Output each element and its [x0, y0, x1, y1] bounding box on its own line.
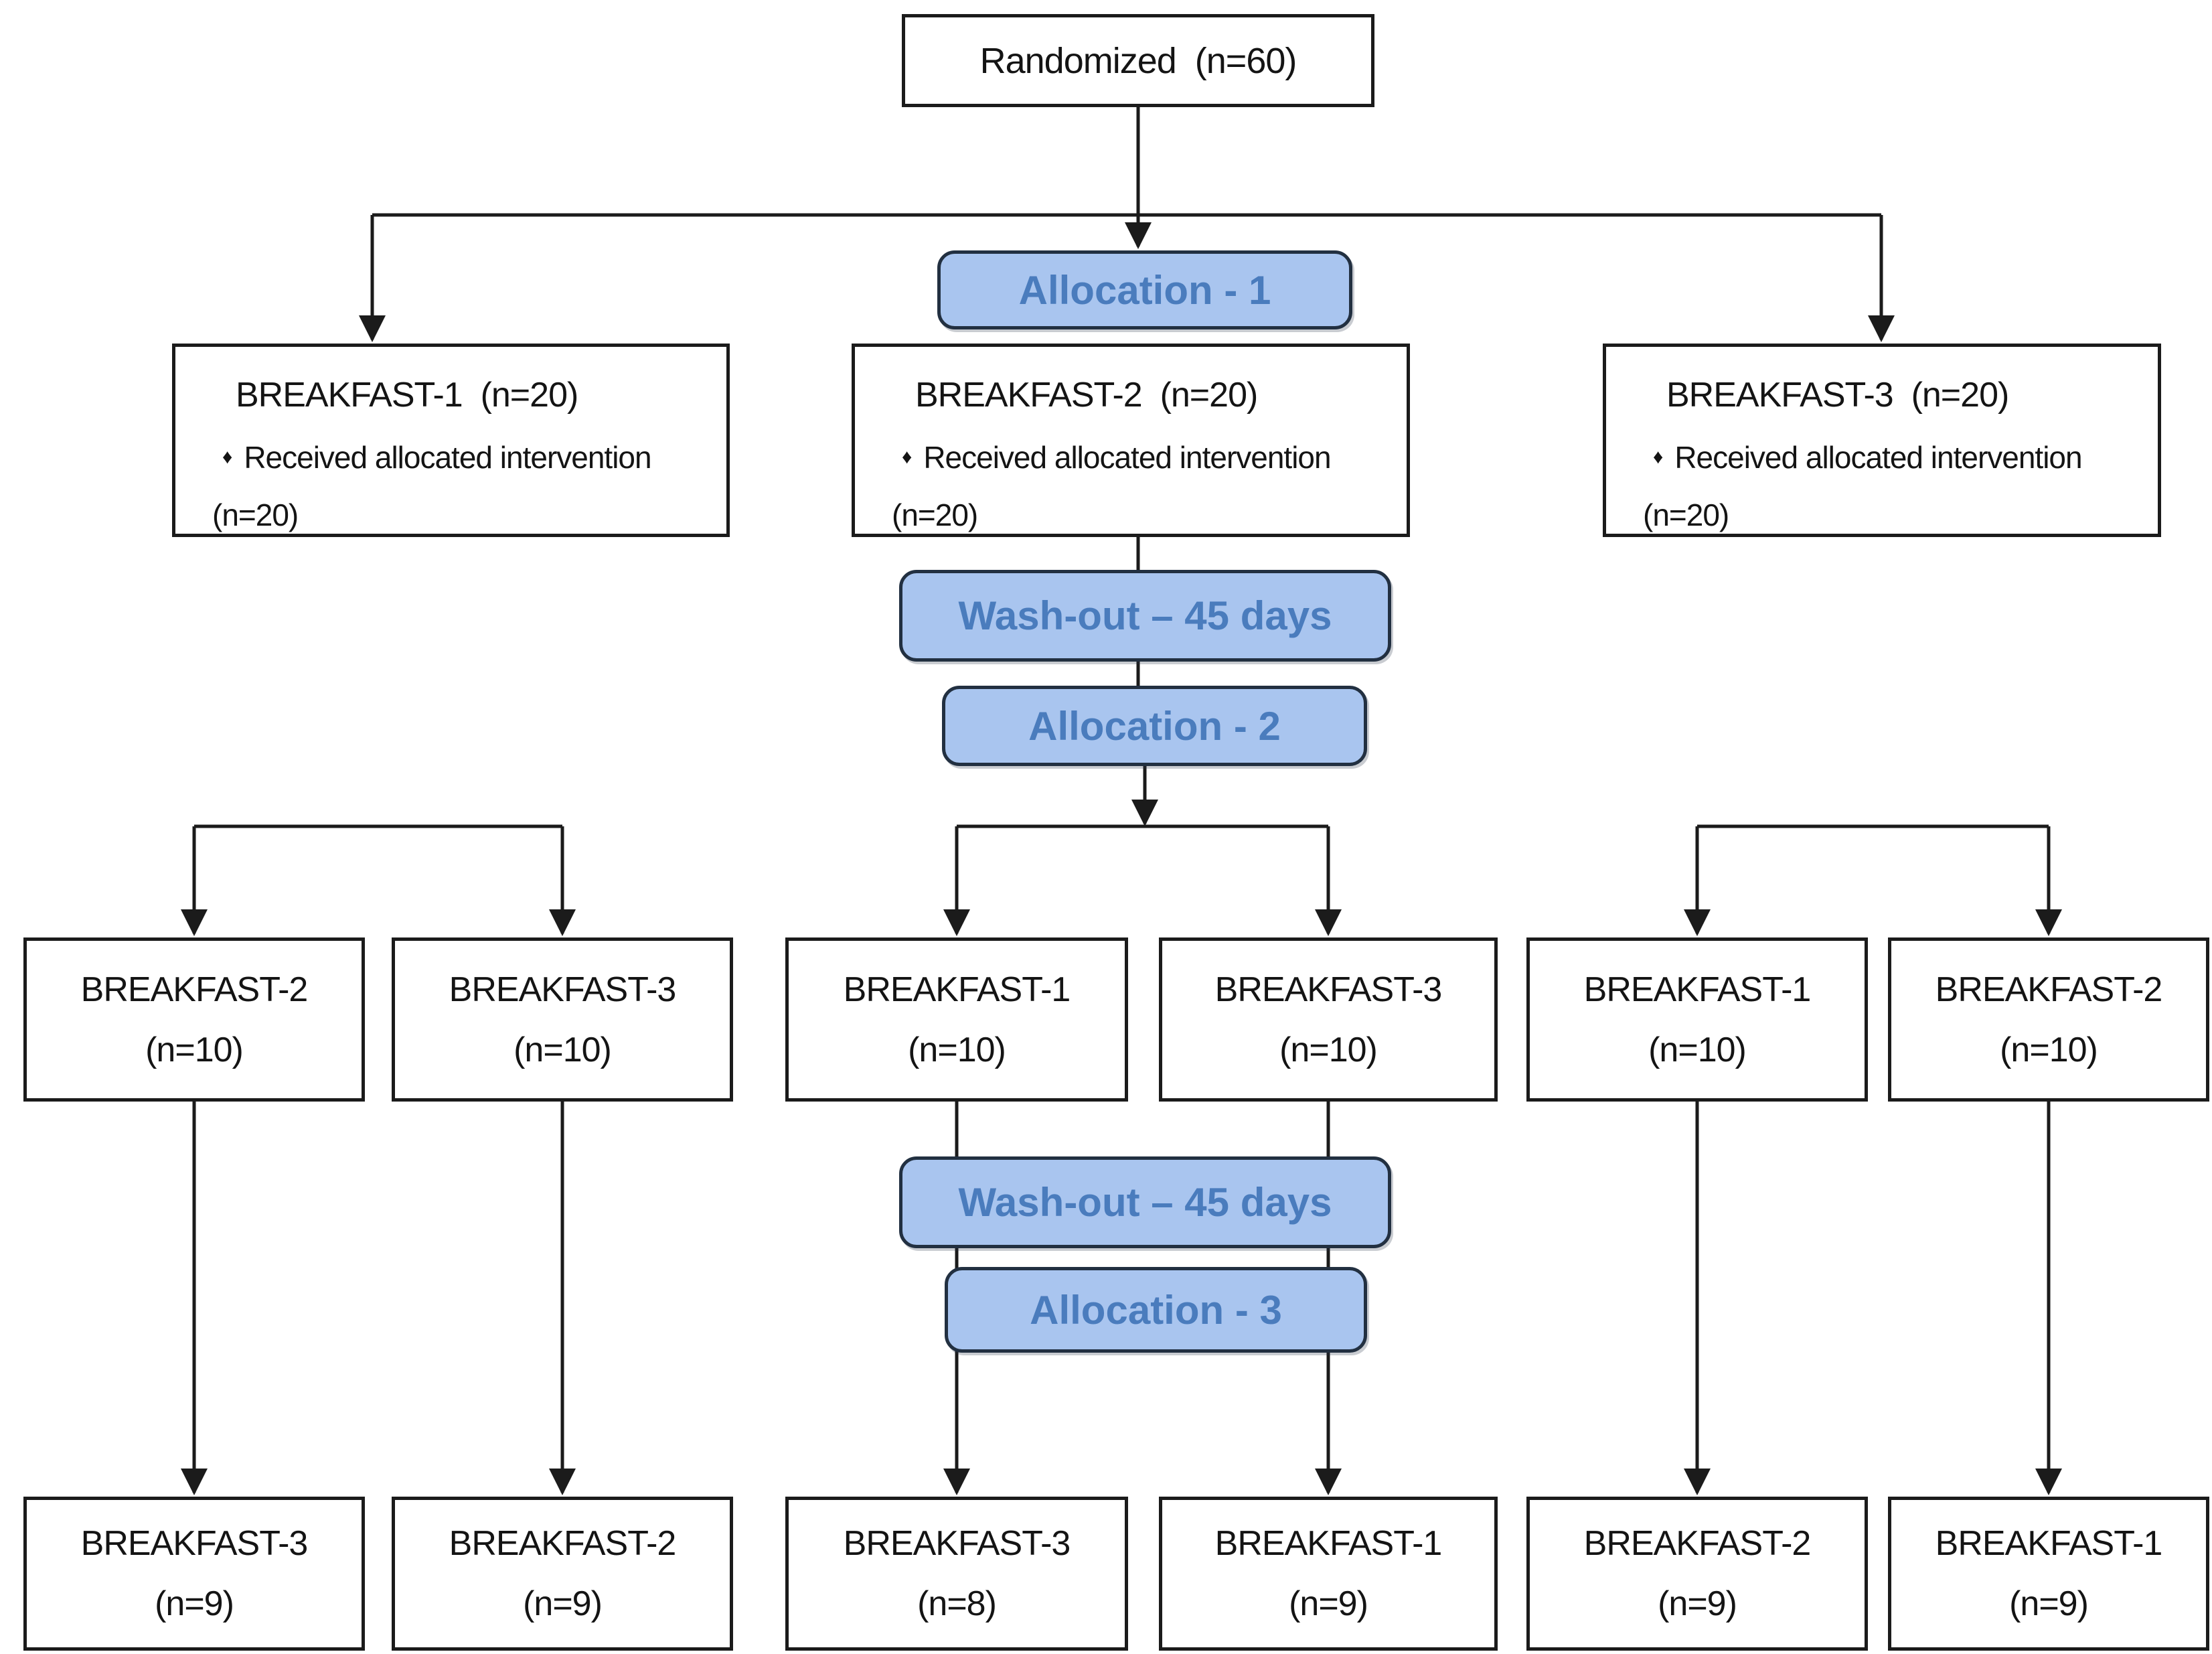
diamond-bullet-icon: ♦ — [222, 446, 232, 468]
box-n: (n=9) — [523, 1584, 603, 1623]
arm-n: (n=20) — [1643, 498, 1729, 532]
randomized-label: Randomized (n=60) — [979, 40, 1297, 81]
box-n: (n=10) — [2000, 1030, 2098, 1069]
box-name: BREAKFAST-2 — [1583, 1524, 1812, 1563]
arm-n: (n=20) — [892, 498, 978, 532]
box-n: (n=9) — [2009, 1584, 2089, 1623]
arm-title: BREAKFAST-2 (n=20) — [915, 376, 1258, 415]
diamond-bullet-icon: ♦ — [1653, 446, 1663, 468]
box-name: BREAKFAST-2 — [449, 1524, 677, 1563]
box-name: BREAKFAST-3 — [449, 970, 677, 1009]
arm-detail: Received allocated intervention — [923, 440, 1331, 475]
arm-breakfast1-box: BREAKFAST-1 (n=20) ♦ Received allocated … — [172, 344, 730, 537]
washout-1-label: Wash-out – 45 days — [958, 593, 1332, 638]
box-name: BREAKFAST-2 — [80, 970, 309, 1009]
box-n: (n=10) — [145, 1030, 244, 1069]
allocation-1-pill: Allocation - 1 — [937, 250, 1352, 329]
period2-box-4: BREAKFAST-3 (n=10) — [1159, 937, 1498, 1102]
box-name: BREAKFAST-1 — [843, 970, 1071, 1009]
box-name: BREAKFAST-3 — [843, 1524, 1071, 1563]
arm-detail: Received allocated intervention — [244, 440, 651, 475]
arm-title: BREAKFAST-1 (n=20) — [236, 376, 578, 415]
period2-box-2: BREAKFAST-3 (n=10) — [392, 937, 733, 1102]
period2-box-1: BREAKFAST-2 (n=10) — [23, 937, 365, 1102]
allocation-3-label: Allocation - 3 — [1030, 1287, 1282, 1333]
box-n: (n=9) — [1658, 1584, 1737, 1623]
period3-box-4: BREAKFAST-1 (n=9) — [1159, 1497, 1498, 1651]
period3-box-6: BREAKFAST-1 (n=9) — [1888, 1497, 2209, 1651]
allocation-2-label: Allocation - 2 — [1028, 703, 1281, 749]
box-n: (n=10) — [514, 1030, 612, 1069]
arm-breakfast2-box: BREAKFAST-2 (n=20) ♦ Received allocated … — [852, 344, 1410, 537]
period2-box-6: BREAKFAST-2 (n=10) — [1888, 937, 2209, 1102]
box-n: (n=8) — [917, 1584, 997, 1623]
washout-2-label: Wash-out – 45 days — [958, 1180, 1332, 1225]
period3-box-1: BREAKFAST-3 (n=9) — [23, 1497, 365, 1651]
washout-2-pill: Wash-out – 45 days — [899, 1156, 1391, 1248]
box-name: BREAKFAST-3 — [1214, 970, 1443, 1009]
allocation-2-pill: Allocation - 2 — [942, 686, 1367, 766]
diamond-bullet-icon: ♦ — [902, 446, 912, 468]
arm-breakfast3-box: BREAKFAST-3 (n=20) ♦ Received allocated … — [1603, 344, 2161, 537]
arm-title: BREAKFAST-3 (n=20) — [1666, 376, 2009, 415]
washout-1-pill: Wash-out – 45 days — [899, 570, 1391, 662]
arm-n: (n=20) — [212, 498, 299, 532]
box-name: BREAKFAST-1 — [1214, 1524, 1443, 1563]
box-n: (n=9) — [155, 1584, 234, 1623]
allocation-1-label: Allocation - 1 — [1018, 267, 1271, 313]
randomized-box: Randomized (n=60) — [902, 14, 1374, 107]
box-n: (n=10) — [1648, 1030, 1747, 1069]
box-name: BREAKFAST-1 — [1935, 1524, 2163, 1563]
allocation-3-pill: Allocation - 3 — [945, 1267, 1367, 1353]
box-n: (n=9) — [1289, 1584, 1368, 1623]
box-name: BREAKFAST-2 — [1935, 970, 2163, 1009]
period2-box-3: BREAKFAST-1 (n=10) — [785, 937, 1128, 1102]
period3-box-2: BREAKFAST-2 (n=9) — [392, 1497, 733, 1651]
box-n: (n=10) — [908, 1030, 1006, 1069]
arm-detail: Received allocated intervention — [1674, 440, 2082, 475]
box-name: BREAKFAST-1 — [1583, 970, 1812, 1009]
period3-box-5: BREAKFAST-2 (n=9) — [1526, 1497, 1868, 1651]
period2-box-5: BREAKFAST-1 (n=10) — [1526, 937, 1868, 1102]
box-name: BREAKFAST-3 — [80, 1524, 309, 1563]
period3-box-3: BREAKFAST-3 (n=8) — [785, 1497, 1128, 1651]
box-n: (n=10) — [1279, 1030, 1378, 1069]
